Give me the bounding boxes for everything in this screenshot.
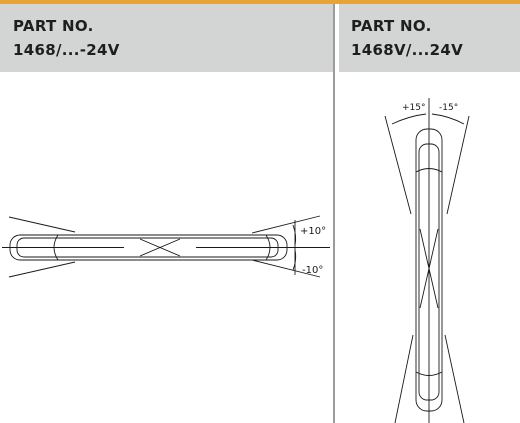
vertical-lamp-outer-body <box>415 128 443 412</box>
right-angle-line-top <box>251 215 321 234</box>
angle-label-down: -10° <box>302 265 323 276</box>
right-header: PART NO. 1468V/...24V <box>339 4 520 72</box>
left-header: PART NO. 1468/...-24V <box>0 4 333 72</box>
vertical-x-mark-b <box>419 228 439 309</box>
right-panel: PART NO. 1468V/...24V +15° -15° <box>334 4 520 423</box>
angle-label-right: -15° <box>439 103 458 113</box>
vertical-lamp-top-cap <box>415 168 443 173</box>
angle-arc-left <box>391 113 427 125</box>
lamp-x-mark-b <box>139 238 181 257</box>
right-part-number: 1468V/...24V <box>351 41 464 59</box>
angle-arc-right <box>431 113 465 125</box>
left-angle-line-bottom <box>8 261 76 278</box>
outer-angle-line-left-bottom <box>394 334 414 423</box>
angle-label-left: +15° <box>402 103 426 113</box>
vertical-lamp-inner-lens <box>418 143 440 401</box>
outer-angle-line-right-top <box>446 115 470 215</box>
vertical-lamp-bottom-cap <box>415 371 443 376</box>
left-panel: PART NO. 1468/...-24V <box>0 4 334 423</box>
right-header-label: PART NO. <box>351 17 432 35</box>
horizontal-lamp-drawing: +10° -10° <box>2 215 330 278</box>
outer-angle-line-left-top <box>384 115 412 215</box>
left-angle-line-top <box>8 216 76 233</box>
angle-label-up: +10° <box>300 226 326 237</box>
vertical-lamp-drawing: +15° -15° <box>384 98 470 423</box>
right-angle-line-bottom <box>251 259 321 278</box>
left-part-number: 1468/...-24V <box>13 41 120 59</box>
accent-stripe <box>0 0 520 4</box>
outer-angle-line-right-bottom <box>444 334 465 423</box>
left-header-label: PART NO. <box>13 17 94 35</box>
